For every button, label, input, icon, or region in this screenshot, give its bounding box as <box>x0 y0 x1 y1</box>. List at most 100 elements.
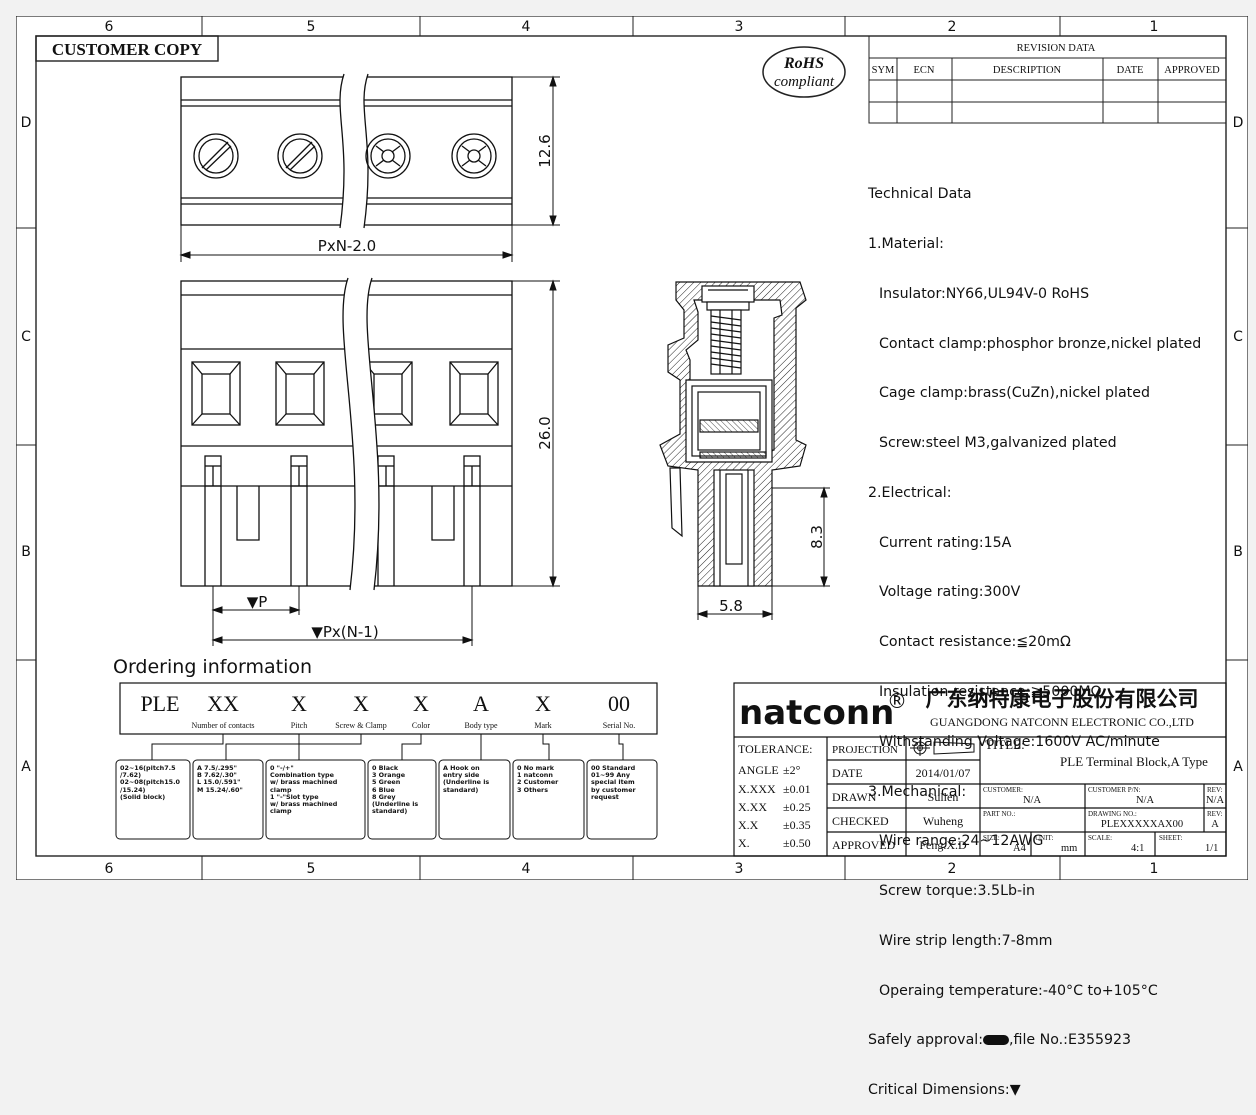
tech-line: Wire range:24~12AWG <box>879 833 1044 850</box>
checked-label: CHECKED <box>832 814 889 828</box>
dim-side-width: 5.8 <box>719 597 743 615</box>
ordering-code: A <box>473 691 489 716</box>
tolerance-label: TOLERANCE: <box>738 742 812 756</box>
customer-label: CUSTOMER: <box>983 786 1023 794</box>
company-name-cn: 广东纳特康电子股份有限公司 <box>926 687 1199 711</box>
tech-line: Contact clamp:phosphor bronze,nickel pla… <box>879 335 1202 352</box>
tech-line: Critical Dimensions:▼ <box>868 1082 1021 1099</box>
ordering-code-label: Color <box>412 721 431 730</box>
tech-line: Operaing temperature:-40°C to+105°C <box>879 982 1158 999</box>
drawn-value: Sullen <box>928 790 959 804</box>
front-dimensions <box>211 279 560 646</box>
ordering-code-label: Mark <box>534 721 551 730</box>
tech-line: 2.Electrical: <box>868 484 952 501</box>
approved-value: Feng.X.D <box>919 838 967 852</box>
rev-label: REV: <box>1207 786 1222 794</box>
top-view <box>180 73 513 229</box>
ordering-connectors <box>151 734 624 760</box>
tech-line: Screw:steel M3,galvanized plated <box>879 435 1117 452</box>
ordering-code-label: Pitch <box>291 721 307 730</box>
company-name-en: GUANGDONG NATCONN ELECTRONIC CO.,LTD <box>930 715 1194 729</box>
unit-label: UNIT: <box>1035 834 1053 842</box>
tech-line: 1.Material: <box>868 235 944 252</box>
sheet-label: SHEET: <box>1159 834 1182 842</box>
side-section-view <box>659 281 807 587</box>
brand-reg: ® <box>887 689 907 713</box>
title-label: TITLE: <box>985 737 1025 752</box>
dim-pin-length: 8.3 <box>808 525 826 549</box>
date-value: 2014/01/07 <box>916 766 971 780</box>
sheet-value: 1/1 <box>1205 843 1218 854</box>
outer-frame <box>16 16 1248 880</box>
revision-header: DATE <box>1117 65 1144 76</box>
col-label-bottom: 6 <box>105 861 114 877</box>
technical-data: Technical Data 1.Material: Insulator:NY6… <box>868 153 1201 1115</box>
tech-line: Insulation resistance:≧5000MΩ <box>879 684 1102 700</box>
part-no-label: PART NO.: <box>983 810 1015 818</box>
title-block <box>733 682 1227 857</box>
row-label-left: C <box>21 329 31 345</box>
tolerance-value: ±0.25 <box>783 800 811 814</box>
dim-width-top: PxN-2.0 <box>318 237 376 255</box>
rohs-line1: RoHS <box>783 55 824 72</box>
tech-line: Cage clamp:brass(CuZn),nickel plated <box>879 385 1150 402</box>
safety-approval-file: ,file No.:E355923 <box>1009 1032 1132 1049</box>
dim-pitch-total: ▼Px(N-1) <box>311 623 378 641</box>
tolerance-label: X. <box>738 836 750 850</box>
rohs-line2: compliant <box>774 74 835 90</box>
option-text: A Hook on entry side (Underline is stand… <box>443 764 490 794</box>
ordering-code: X <box>291 691 307 716</box>
rohs-stamp <box>762 46 846 98</box>
drawing-title: PLE Terminal Block,A Type <box>1060 754 1208 769</box>
ordering-code: X <box>353 691 369 716</box>
revision-header: SYM <box>872 65 895 76</box>
unit-value: mm <box>1061 843 1077 854</box>
tech-line: Screw torque:3.5Lb-in <box>879 883 1036 900</box>
tolerance-value: ±2° <box>783 763 801 777</box>
ul-mark-icon <box>983 1035 1009 1046</box>
col-label-top: 1 <box>1150 19 1159 35</box>
ordering-code-box <box>119 682 658 735</box>
col-label-top: 4 <box>522 19 531 35</box>
tolerance-label: X.XXX <box>738 782 776 796</box>
ordering-code-label: Body type <box>464 721 498 730</box>
drawing-canvas: 6 5 4 3 2 1 6 5 4 3 2 1 D C B A D C B A … <box>16 16 1248 880</box>
col-label-bottom: 3 <box>735 861 744 877</box>
drawn-label: DRAWN <box>832 790 877 804</box>
size-label: SIZE: <box>983 834 1000 842</box>
tolerance-label: ANGLE <box>738 763 779 777</box>
checked-value: Wuheng <box>923 814 963 828</box>
revision-header: ECN <box>914 65 935 76</box>
tech-line: Safely approval:,file No.:E355923 <box>868 1032 1201 1049</box>
col-label-top: 2 <box>948 19 957 35</box>
revision-header: DESCRIPTION <box>993 65 1062 76</box>
ordering-code: X <box>535 691 551 716</box>
rev-value: A <box>1211 819 1219 830</box>
tolerance-value: ±0.50 <box>783 836 811 850</box>
ordering-code: XX <box>207 691 239 716</box>
option-text: 0 Black 3 Orange 5 Green 6 Blue 8 Grey (… <box>372 764 419 816</box>
row-label-left: D <box>21 115 32 131</box>
customer-pn-value: N/A <box>1136 795 1155 806</box>
customer-copy-box <box>35 35 219 62</box>
row-label-left: B <box>21 544 31 560</box>
dim-pitch: ▼P <box>247 593 268 611</box>
revision-title: REVISION DATA <box>1017 43 1096 54</box>
col-label-bottom: 5 <box>307 861 316 877</box>
option-text: 0 No mark 1 natconn 2 Customer 3 Others <box>517 764 559 794</box>
tolerance-value: ±0.01 <box>783 782 811 796</box>
dim-height-front: 26.0 <box>536 416 554 449</box>
ordering-code-label: Number of contacts <box>191 721 254 730</box>
front-view <box>180 277 513 591</box>
tech-line: Insulator:NY66,UL94V-0 RoHS <box>879 285 1090 302</box>
row-label-right: C <box>1233 329 1243 345</box>
ordering-code: PLE <box>140 691 179 716</box>
option-text: 00 Standard 01~99 Any special item by cu… <box>591 764 636 801</box>
col-label-bottom: 2 <box>948 861 957 877</box>
tolerance-label: X.XX <box>738 800 767 814</box>
projection-icon <box>910 740 975 756</box>
customer-value: N/A <box>1023 795 1042 806</box>
tech-line: Wire strip length:7-8mm <box>879 932 1053 949</box>
dim-height-top: 12.6 <box>536 134 554 167</box>
inner-frame <box>35 35 1227 857</box>
